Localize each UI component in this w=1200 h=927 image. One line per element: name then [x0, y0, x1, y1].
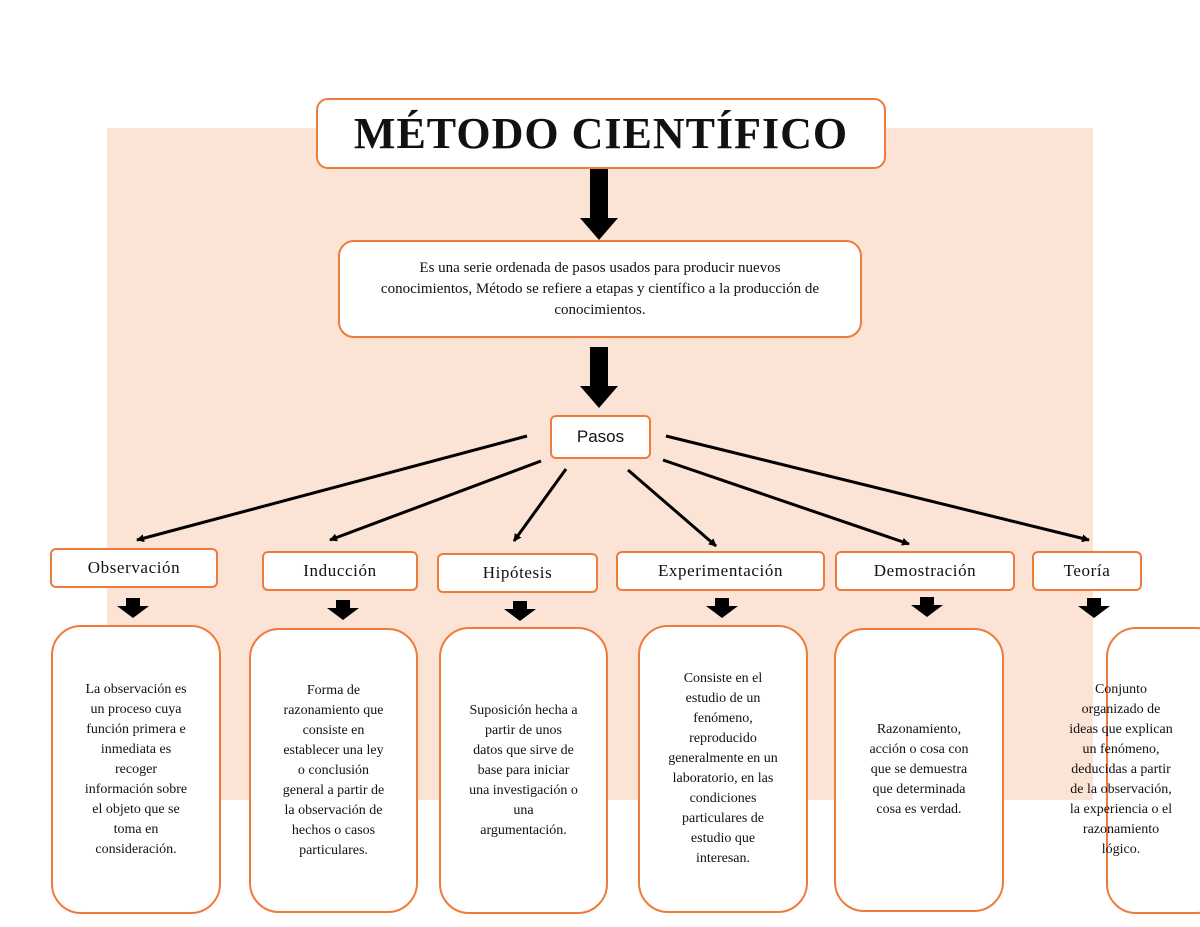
- arrow-to-observacion: [136, 434, 528, 543]
- definition-box: Es una serie ordenada de pasos usados pa…: [338, 240, 862, 338]
- arrow-teoria-to-card: [1078, 598, 1110, 618]
- arrow-to-induccion: [329, 459, 542, 542]
- step-teoria: Teoría: [1032, 551, 1142, 591]
- description-experimentacion: Consiste en el estudio de un fenómeno, r…: [638, 625, 808, 913]
- description-teoria: Conjunto organizado de ideas que explica…: [1069, 682, 1173, 857]
- arrow-to-teoria: [665, 434, 1090, 543]
- description-induccion: Forma de razonamiento que consiste en es…: [249, 628, 418, 913]
- arrow-experimentacion-to-card: [706, 598, 738, 618]
- steps-label-box: Pasos: [550, 415, 651, 459]
- step-observacion: Observación: [50, 548, 218, 588]
- diagram-title: MÉTODO CIENTÍFICO: [316, 98, 886, 169]
- arrow-observacion-to-card: [117, 598, 149, 618]
- arrow-to-experimentacion: [627, 468, 717, 548]
- description-demostracion: Razonamiento, acción o cosa con que se d…: [834, 628, 1004, 912]
- description-observacion: La observación es un proceso cuya funció…: [51, 625, 221, 914]
- arrow-to-demostracion: [662, 458, 910, 546]
- step-experimentacion: Experimentación: [616, 551, 825, 591]
- step-hipotesis: Hipótesis: [437, 553, 598, 593]
- arrow-to-hipotesis: [512, 468, 568, 542]
- arrow-demostracion-to-card: [911, 597, 943, 617]
- arrow-induccion-to-card: [327, 600, 359, 620]
- description-teoria-frame: [1106, 627, 1200, 914]
- arrow-hipotesis-to-card: [504, 601, 536, 621]
- arrow-definition-to-steps: [580, 347, 618, 408]
- description-hipotesis: Suposición hecha a partir de unos datos …: [439, 627, 608, 914]
- arrow-title-to-definition: [580, 169, 618, 240]
- step-induccion: Inducción: [262, 551, 418, 591]
- step-demostracion: Demostración: [835, 551, 1015, 591]
